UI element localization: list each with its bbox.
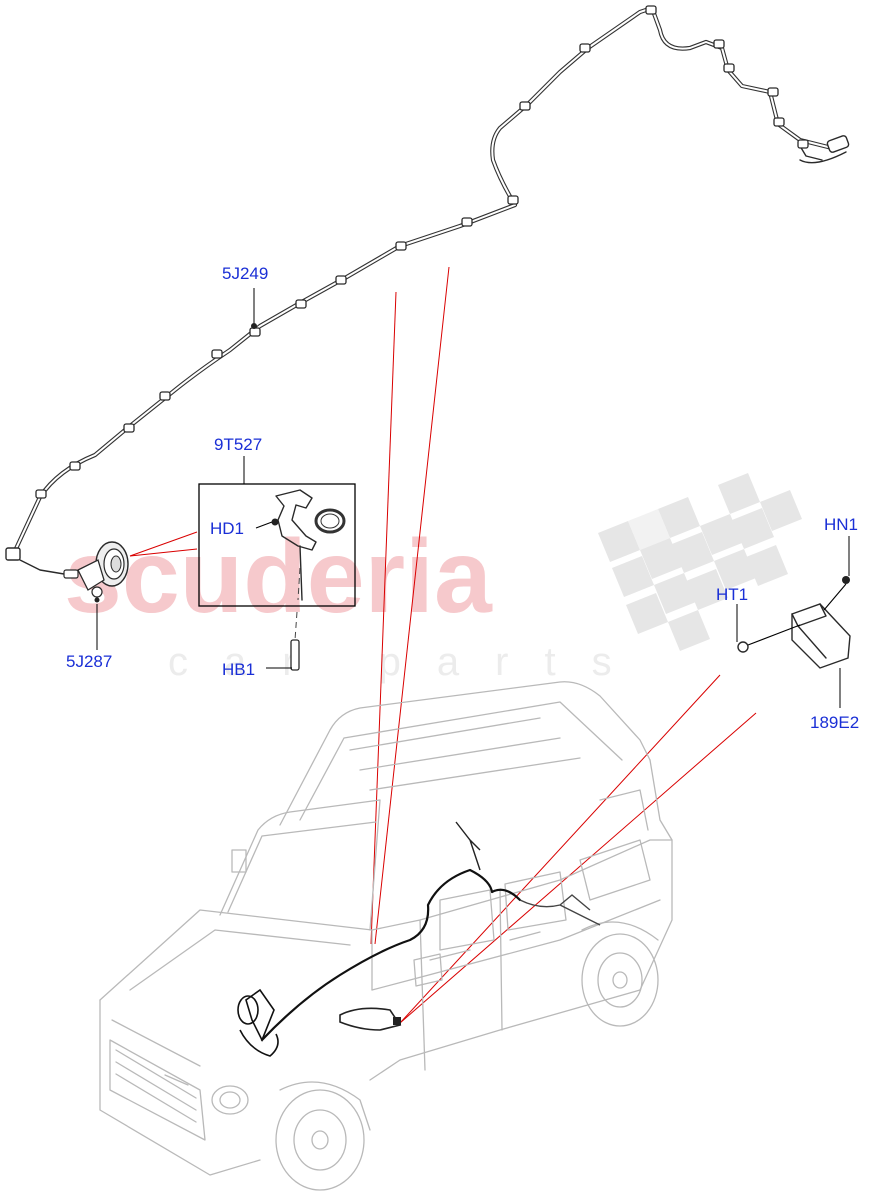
vehicle-outline (99, 681, 673, 1191)
bracket-kit-box (198, 483, 356, 671)
clutch-slave-cylinder (63, 541, 129, 603)
callout-5J287: 5J287 (66, 652, 112, 671)
checkered-flag-logo (598, 473, 802, 651)
watermark-subtext: car parts (168, 640, 648, 684)
callout-HT1: HT1 (716, 585, 748, 604)
callout-189E2: 189E2 (810, 713, 859, 732)
brake-pipe-assembly (5, 5, 850, 576)
callout-leaders (96, 288, 850, 708)
callout-labels: 5J249 9T527 HD1 5J287 HB1 HN1 HT1 189E2 (66, 264, 859, 732)
vehicle-pipe-routing (237, 821, 601, 1057)
callout-HB1: HB1 (222, 660, 255, 679)
hose-clips (35, 5, 809, 499)
watermark-text: scuderia (64, 519, 493, 635)
callout-5J249: 5J249 (222, 264, 268, 283)
watermark: scuderia car parts (64, 473, 802, 684)
pointer-lines (129, 266, 757, 1024)
electronic-module (737, 576, 851, 669)
callout-HD1: HD1 (210, 519, 244, 538)
callout-9T527: 9T527 (214, 435, 262, 454)
callout-HN1: HN1 (824, 515, 858, 534)
